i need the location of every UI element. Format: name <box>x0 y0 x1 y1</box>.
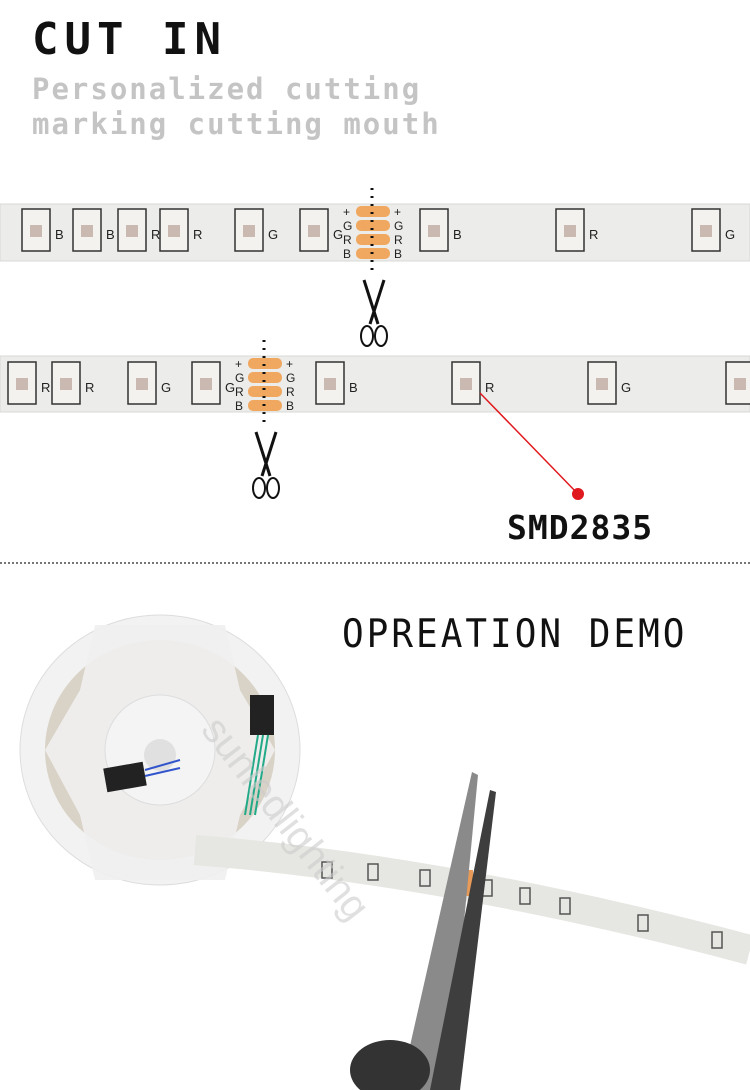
scissors-photo <box>350 772 496 1090</box>
smd-led <box>51 361 81 405</box>
demo-title: OPREATION DEMO <box>342 611 688 658</box>
led-channel-label: G <box>225 380 235 395</box>
led-channel-label: G <box>725 227 735 242</box>
section-title: CUT IN <box>32 14 227 65</box>
led-channel-label: B <box>55 227 64 242</box>
smd-led <box>127 361 157 405</box>
led-channel-label: B <box>106 227 115 242</box>
smd-led <box>451 361 481 405</box>
led-strip-2 <box>0 355 750 413</box>
section-divider <box>0 562 750 564</box>
led-channel-label: R <box>589 227 598 242</box>
led-channel-label: G <box>621 380 631 395</box>
pad-label: B <box>286 399 294 413</box>
led-channel-label: G <box>268 227 278 242</box>
smd-led <box>72 208 102 252</box>
pad-label: R <box>286 385 295 399</box>
smd-led <box>7 361 37 405</box>
led-channel-label: B <box>349 380 358 395</box>
pad-label: G <box>235 371 244 385</box>
smd-led <box>315 361 345 405</box>
subtitle-line-2: marking cutting mouth <box>32 107 441 141</box>
pad-label: + <box>394 205 401 219</box>
callout-dot <box>572 488 584 500</box>
connector-plug <box>250 695 274 735</box>
smd-led <box>555 208 585 252</box>
scissors-icon <box>252 431 280 499</box>
led-channel-label: G <box>333 227 343 242</box>
led-channel-label: B <box>453 227 462 242</box>
pad-label: B <box>343 247 351 261</box>
led-channel-label: G <box>161 380 171 395</box>
pad-label: B <box>235 399 243 413</box>
pad-label: G <box>343 219 352 233</box>
pad-label: R <box>394 233 403 247</box>
smd-led <box>191 361 221 405</box>
smd-led <box>299 208 329 252</box>
pad-label: B <box>394 247 402 261</box>
pad-label: R <box>235 385 244 399</box>
smd-led <box>21 208 51 252</box>
demo-photo: sunledlighting <box>19 614 750 1090</box>
pad-label: G <box>286 371 295 385</box>
led-type-label: SMD2835 <box>507 508 654 547</box>
callout-line <box>479 392 579 495</box>
scissors-icon <box>360 279 388 347</box>
connector-plug <box>103 761 147 793</box>
led-channel-label: R <box>485 380 494 395</box>
pad-label: R <box>343 233 352 247</box>
smd-led <box>234 208 264 252</box>
smd-led <box>117 208 147 252</box>
led-channel-label: R <box>85 380 94 395</box>
pad-label: + <box>286 357 293 371</box>
smd-led <box>159 208 189 252</box>
led-channel-label: R <box>41 380 50 395</box>
subtitle-line-1: Personalized cutting <box>32 72 422 106</box>
pad-label: G <box>394 219 403 233</box>
pad-label: + <box>343 205 350 219</box>
smd-led <box>587 361 617 405</box>
smd-led <box>725 361 750 405</box>
pad-label: + <box>235 357 242 371</box>
led-channel-label: R <box>193 227 202 242</box>
led-reel <box>19 614 301 886</box>
led-channel-label: R <box>151 227 160 242</box>
smd-led <box>691 208 721 252</box>
smd-led <box>419 208 449 252</box>
